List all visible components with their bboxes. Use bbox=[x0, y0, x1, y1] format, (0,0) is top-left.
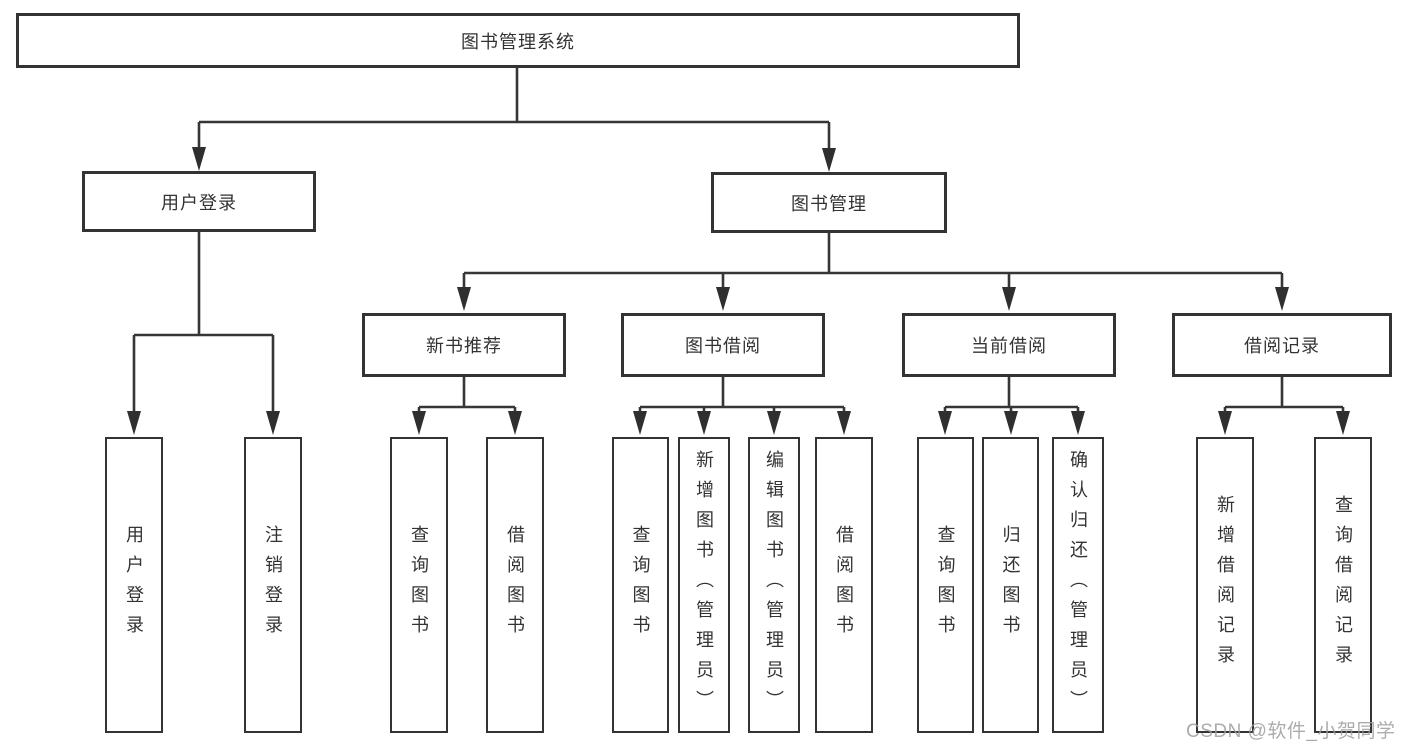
node-label: 图书管理 bbox=[791, 193, 867, 214]
edges-borrowing-to-leaves bbox=[633, 377, 851, 435]
edges-current-borrowing-to-leaves bbox=[938, 377, 1085, 435]
edges-recommendation-to-leaves bbox=[412, 377, 522, 435]
arrowhead bbox=[1275, 287, 1289, 311]
leaf-current-query-books: 查询图书 bbox=[917, 437, 974, 733]
node-book-borrowing: 图书借阅 bbox=[621, 313, 825, 377]
node-label: 用户登录 bbox=[161, 192, 237, 213]
leaf-current-return-books: 归还图书 bbox=[982, 437, 1039, 733]
arrowhead bbox=[457, 287, 471, 311]
edges-user-login-to-leaves bbox=[127, 232, 280, 435]
node-label: 用户登录 bbox=[124, 525, 144, 645]
arrowhead bbox=[508, 411, 522, 435]
arrowhead bbox=[767, 411, 781, 435]
node-label: 当前借阅 bbox=[971, 336, 1047, 356]
csdn-watermark: CSDN @软件_小贺同学 bbox=[1186, 721, 1396, 742]
node-label: 查询借阅记录 bbox=[1333, 495, 1353, 675]
leaf-user-login: 用户登录 bbox=[105, 437, 163, 733]
arrowhead bbox=[1218, 411, 1232, 435]
arrowhead bbox=[822, 148, 836, 172]
arrowhead bbox=[127, 411, 141, 435]
node-label: 借阅记录 bbox=[1244, 336, 1320, 356]
node-borrowing-records: 借阅记录 bbox=[1172, 313, 1392, 377]
edges-book-management-to-level3 bbox=[457, 233, 1289, 311]
node-label: 新书推荐 bbox=[426, 336, 502, 356]
arrowhead bbox=[938, 411, 952, 435]
arrowhead bbox=[1071, 411, 1085, 435]
arrowhead bbox=[192, 147, 206, 171]
node-label: 借阅图书 bbox=[505, 525, 525, 645]
node-label: 确认归还（管理员） bbox=[1068, 450, 1088, 720]
edges-records-to-leaves bbox=[1218, 377, 1350, 435]
arrowhead bbox=[837, 411, 851, 435]
node-new-book-recommendation: 新书推荐 bbox=[362, 313, 566, 377]
node-label: 查询图书 bbox=[409, 525, 429, 645]
node-label: 图书管理系统 bbox=[461, 31, 575, 52]
arrowhead bbox=[1336, 411, 1350, 435]
node-label: 注销登录 bbox=[263, 525, 283, 645]
node-book-management: 图书管理 bbox=[711, 172, 947, 233]
arrowhead bbox=[412, 411, 426, 435]
node-label: 归还图书 bbox=[1000, 525, 1021, 645]
leaf-recommend-borrow-books: 借阅图书 bbox=[486, 437, 544, 733]
node-label: 查询图书 bbox=[630, 525, 651, 645]
node-label: 新增借阅记录 bbox=[1215, 495, 1235, 675]
arrowhead bbox=[1004, 411, 1018, 435]
arrowhead bbox=[1002, 287, 1016, 311]
leaf-borrow-add-books-admin: 新增图书（管理员） bbox=[678, 437, 730, 733]
node-current-borrowing: 当前借阅 bbox=[902, 313, 1116, 377]
node-label: 借阅图书 bbox=[834, 525, 854, 645]
leaf-recommend-query-books: 查询图书 bbox=[390, 437, 448, 733]
arrowhead bbox=[266, 411, 280, 435]
node-label: 查询图书 bbox=[935, 525, 956, 645]
arrowhead bbox=[716, 287, 730, 311]
leaf-records-add-record: 新增借阅记录 bbox=[1196, 437, 1254, 733]
node-label: 新增图书（管理员） bbox=[694, 450, 714, 720]
leaf-logout-login: 注销登录 bbox=[244, 437, 302, 733]
leaf-records-query-record: 查询借阅记录 bbox=[1314, 437, 1372, 733]
edges-root-to-level2 bbox=[192, 68, 836, 172]
node-label: 编辑图书（管理员） bbox=[764, 450, 784, 720]
node-label: 图书借阅 bbox=[685, 336, 761, 356]
node-library-system: 图书管理系统 bbox=[16, 13, 1020, 68]
node-user-login: 用户登录 bbox=[82, 171, 316, 232]
arrowhead bbox=[697, 411, 711, 435]
leaf-current-confirm-return-admin: 确认归还（管理员） bbox=[1052, 437, 1104, 733]
leaf-borrow-edit-books-admin: 编辑图书（管理员） bbox=[748, 437, 800, 733]
arrowhead bbox=[633, 411, 647, 435]
leaf-borrow-borrow-books: 借阅图书 bbox=[815, 437, 873, 733]
leaf-borrow-query-books: 查询图书 bbox=[612, 437, 669, 733]
